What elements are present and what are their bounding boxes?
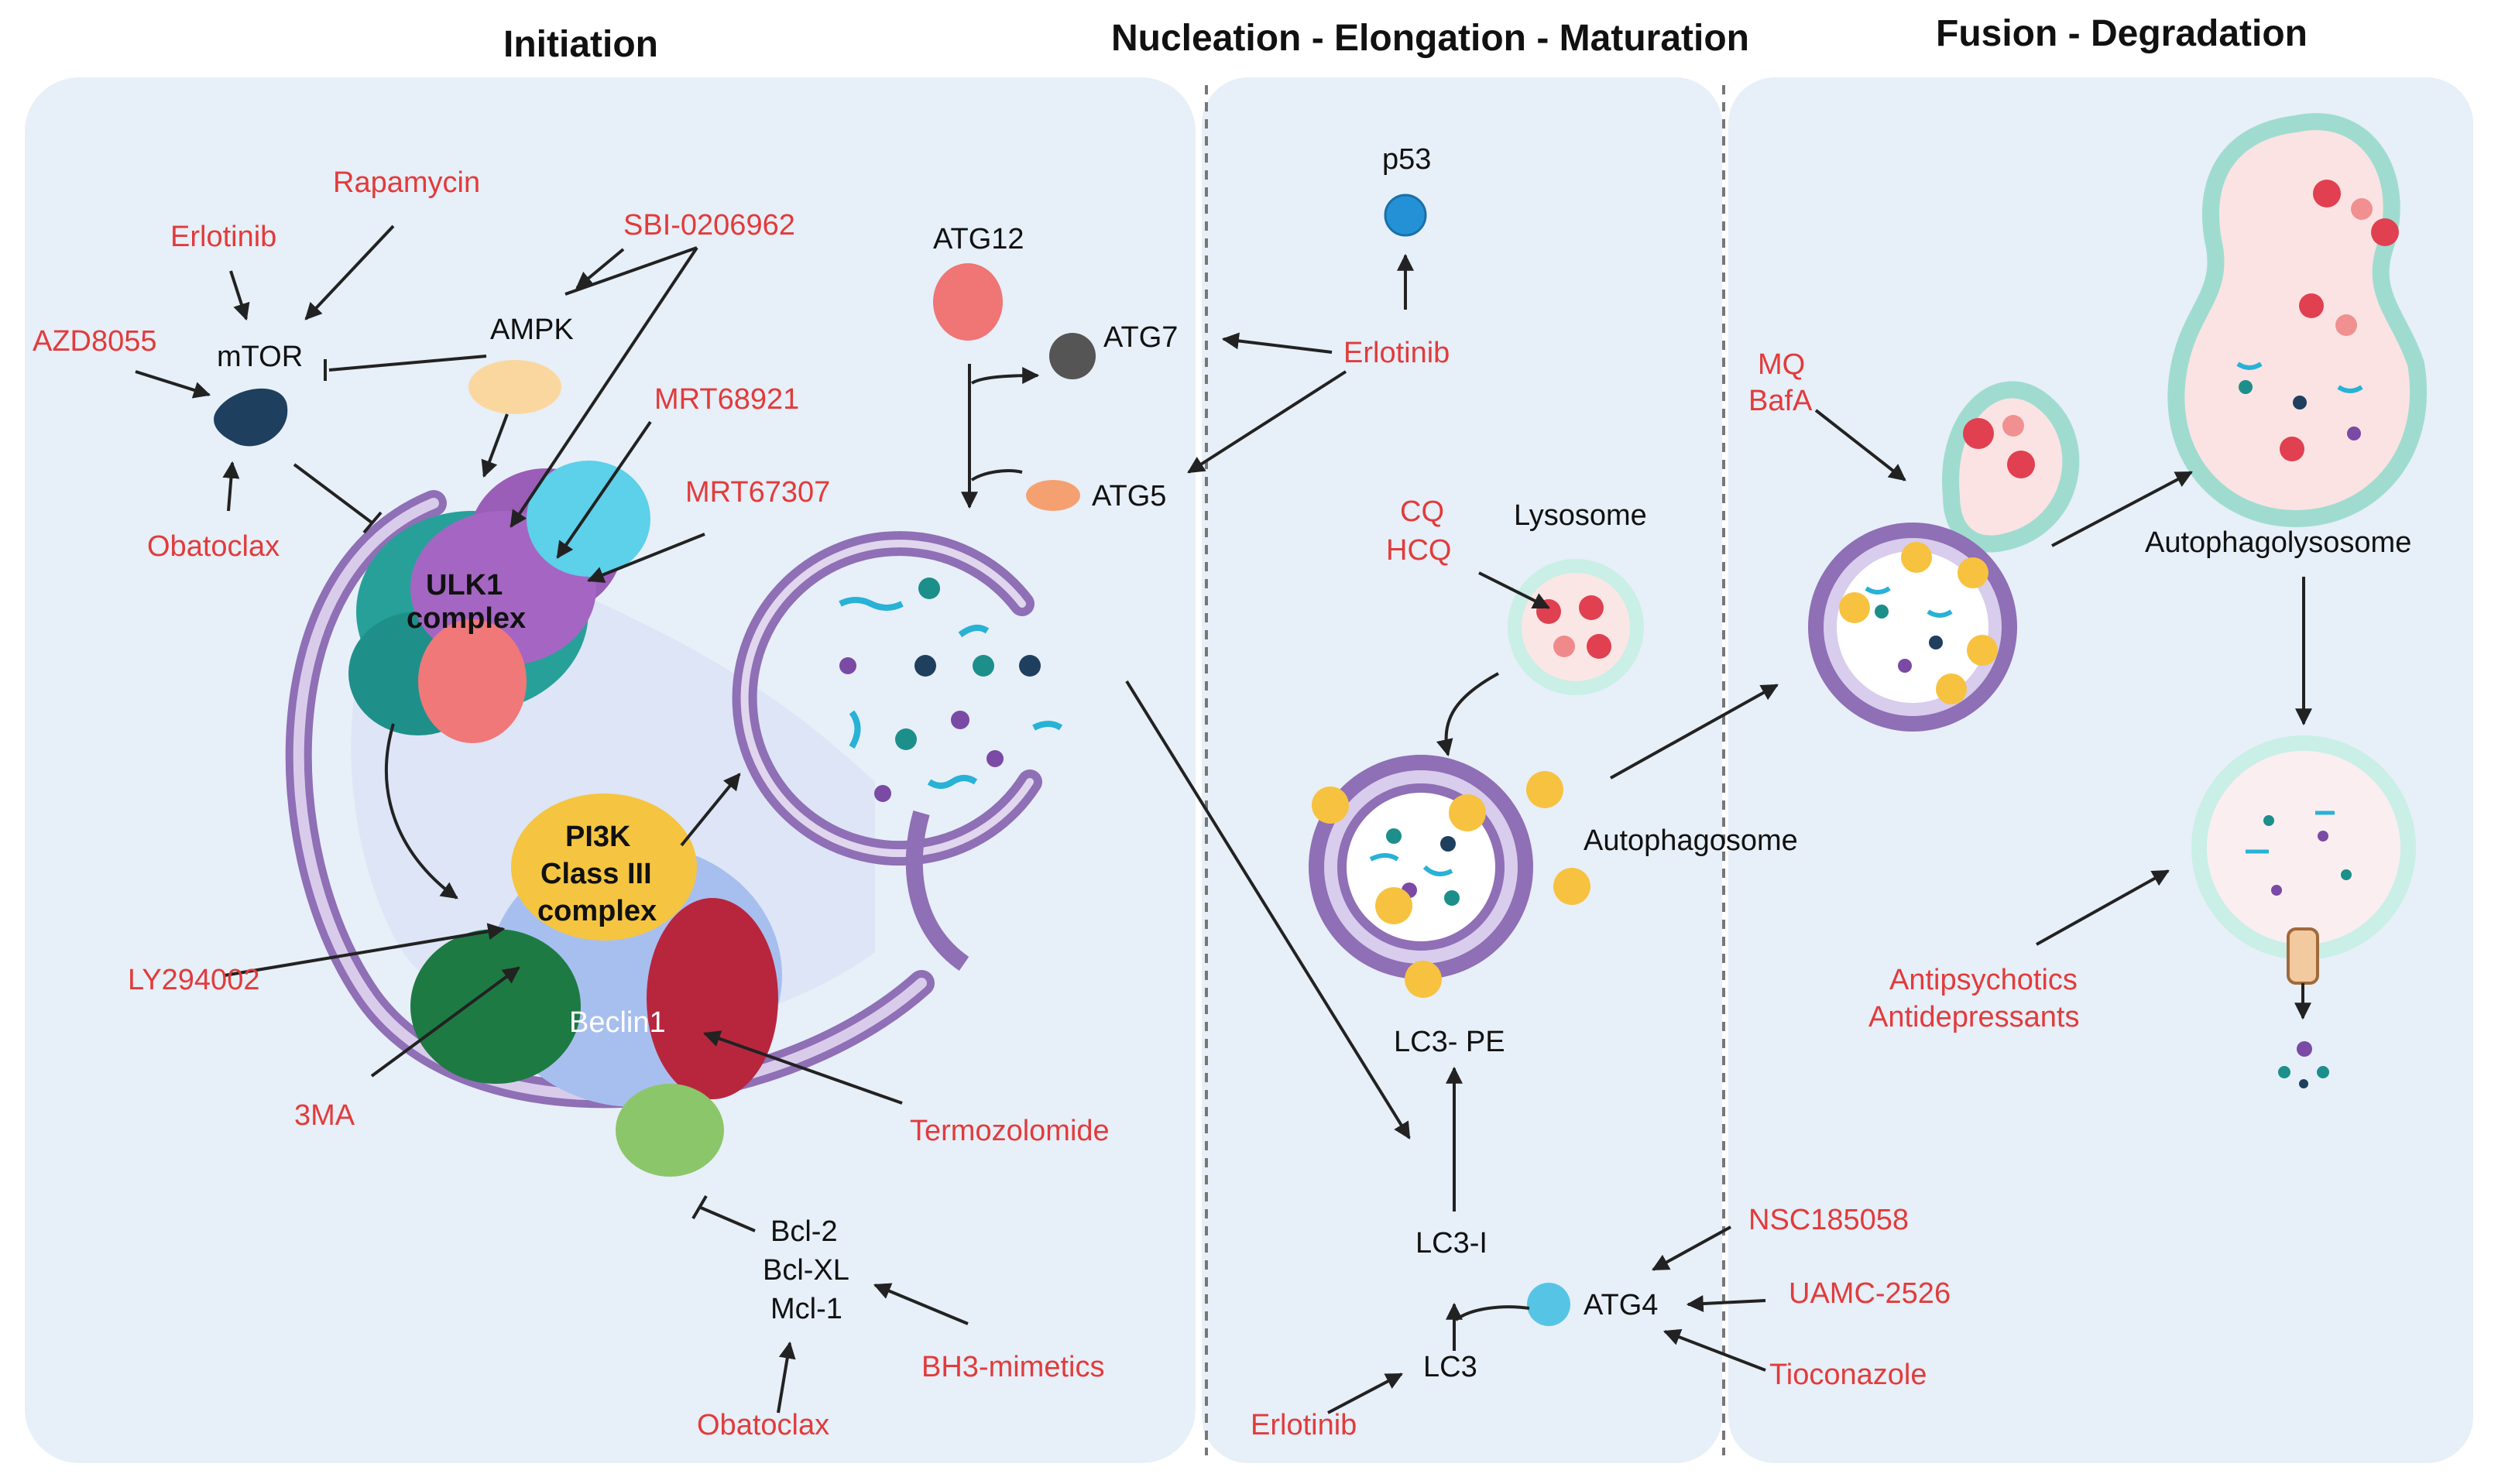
atg12-shape xyxy=(933,263,1003,341)
label-mcl1: Mcl-1 xyxy=(770,1293,842,1325)
label-lc3: LC3 xyxy=(1423,1351,1477,1383)
drug-mrt68921: MRT68921 xyxy=(654,383,800,416)
label-ulk1-complex-line1: ULK1 xyxy=(426,569,503,601)
drug-3ma: 3MA xyxy=(294,1099,355,1132)
label-pi3k-line2: Class III xyxy=(540,858,652,890)
label-atg12: ATG12 xyxy=(933,223,1024,255)
atg5-branch xyxy=(970,469,1023,482)
label-lc3-i: LC3-I xyxy=(1415,1227,1487,1260)
label-autophagolysosome: Autophagolysosome xyxy=(2145,526,2412,559)
label-atg4: ATG4 xyxy=(1584,1289,1659,1321)
drug-erlotinib-initiation: Erlotinib xyxy=(170,221,277,253)
header-nucleation: Nucleation - Elongation - Maturation xyxy=(1111,18,1749,59)
label-mtor: mTOR xyxy=(217,341,304,373)
label-p53: p53 xyxy=(1382,143,1432,176)
drug-tioconazole: Tioconazole xyxy=(1769,1359,1927,1391)
ampk-shape xyxy=(468,360,561,414)
mtor-shape xyxy=(214,388,288,447)
drug-bafa: BafA xyxy=(1748,385,1813,417)
drug-rapamycin: Rapamycin xyxy=(333,166,481,199)
label-bclxl: Bcl-XL xyxy=(763,1254,849,1287)
drug-antidepressants: Antidepressants xyxy=(1868,1001,2080,1033)
label-ampk: AMPK xyxy=(490,314,574,346)
drug-hcq: HCQ xyxy=(1386,534,1452,567)
drug-sbi-0206962: SBI-0206962 xyxy=(623,209,795,242)
atg5-shape xyxy=(1026,480,1080,511)
label-bcl2: Bcl-2 xyxy=(770,1215,838,1248)
drug-erlotinib-lc3: Erlotinib xyxy=(1251,1409,1357,1441)
label-atg7: ATG7 xyxy=(1103,321,1179,354)
label-atg5: ATG5 xyxy=(1092,480,1167,512)
drug-obatoclax-bcl: Obatoclax xyxy=(697,1409,830,1441)
drug-mrt67307: MRT67307 xyxy=(685,476,831,509)
atg7-branch xyxy=(970,367,1040,385)
autophagosome-shape xyxy=(1309,755,1590,998)
drug-nsc185058: NSC185058 xyxy=(1748,1204,1910,1236)
header-initiation: Initiation xyxy=(503,24,658,65)
label-pi3k-line1: PI3K xyxy=(565,821,631,853)
drug-mq: MQ xyxy=(1758,348,1806,381)
label-lc3-pe: LC3- PE xyxy=(1394,1026,1505,1058)
label-lysosome: Lysosome xyxy=(1514,499,1647,532)
drug-bh3-mimetics: BH3-mimetics xyxy=(921,1351,1105,1383)
autophagolysosome-shape xyxy=(2167,113,2428,528)
label-ulk1-complex-line2: complex xyxy=(407,602,527,635)
drug-azd8055: AZD8055 xyxy=(33,325,157,358)
atg4-shape xyxy=(1527,1283,1570,1326)
drug-cq: CQ xyxy=(1400,495,1444,528)
drug-termozolomide: Termozolomide xyxy=(910,1115,1110,1147)
arrows xyxy=(135,224,2312,1414)
drug-uamc-2526: UAMC-2526 xyxy=(1789,1277,1951,1310)
fusion-vesicle-shape xyxy=(1808,381,2080,732)
drug-ly294002: LY294002 xyxy=(128,964,260,996)
header-fusion: Fusion - Degradation xyxy=(1936,13,2308,54)
p53-shape xyxy=(1384,194,1427,237)
drug-antipsychotics: Antipsychotics xyxy=(1889,964,2078,996)
label-beclin1: Beclin1 xyxy=(569,1006,666,1039)
isolation-membrane xyxy=(732,531,1063,972)
lysosome-shape xyxy=(1508,559,1644,695)
degradation-vesicle-shape xyxy=(2191,735,2416,1088)
drug-erlotinib-nucleation: Erlotinib xyxy=(1343,337,1450,369)
label-pi3k-line3: complex xyxy=(537,895,657,927)
drug-obatoclax-mtor: Obatoclax xyxy=(147,530,280,563)
atg7-shape xyxy=(1049,333,1096,379)
label-autophagosome: Autophagosome xyxy=(1584,824,1798,857)
